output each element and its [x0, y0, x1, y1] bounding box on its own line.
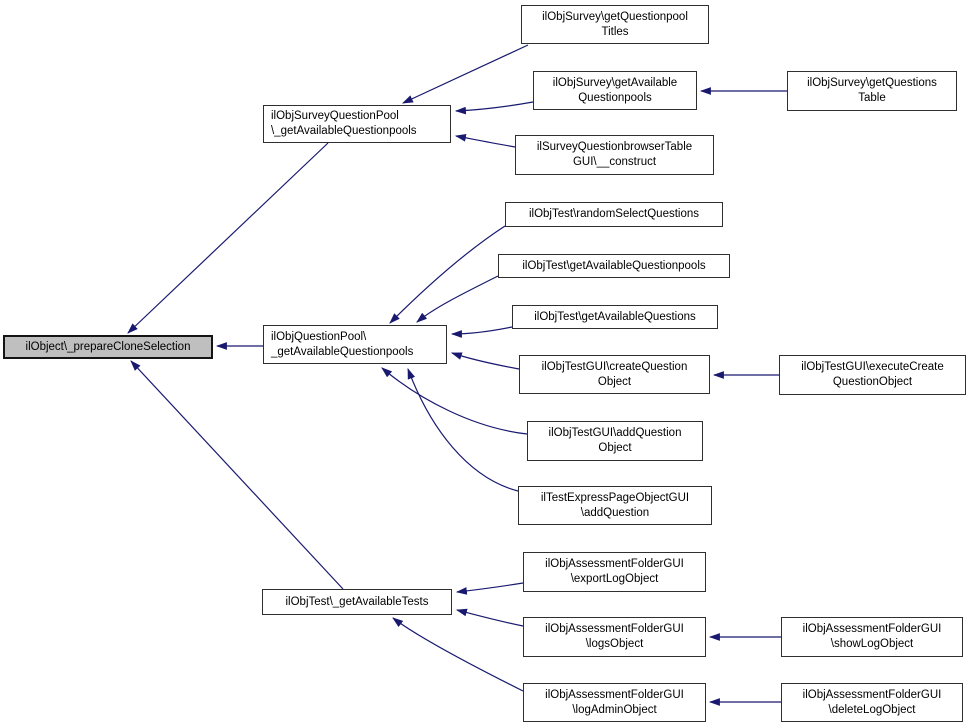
node-label-line: Object	[597, 375, 632, 388]
node-label-line: _getAvailableQuestionpools	[271, 345, 414, 358]
node-ilObjSurvey-getQuestionsTable[interactable]: ilObjSurvey\getQuestions Table	[787, 71, 957, 111]
node-label-line: \deleteLogObject	[828, 703, 916, 716]
node-label-line: ilObjAssessmentFolderGUI	[545, 688, 684, 701]
node-label-line: GUI\__construct	[572, 156, 657, 168]
edge-logAdmin-to-availTests	[392, 617, 524, 692]
edge-browserCtor-to-surveyPool	[454, 134, 516, 148]
node-ilObjTest-randomSelectQuestions[interactable]: ilObjTest\randomSelectQuestions	[505, 202, 723, 227]
node-label-line: ilObjSurvey\getQuestions	[807, 77, 937, 89]
node-label-line: ilObjSurveyQuestionPool	[271, 110, 399, 122]
node-ilObjAssessmentFolderGUI-deleteLogObject[interactable]: ilObjAssessmentFolderGUI \deleteLogObjec…	[781, 683, 963, 722]
edge-logsObj-to-availTests	[455, 608, 524, 627]
node-label-line: ilObjTest\getAvailableQuestionpools	[522, 259, 706, 272]
node-ilObjTestGUI-executeCreateQuestionObject[interactable]: ilObjTestGUI\executeCreate QuestionObjec…	[779, 355, 966, 395]
edge-surveyAvailQp-to-surveyPool	[454, 101, 534, 115]
node-ilObjSurvey-getQuestionpoolTitles[interactable]: ilObjSurvey\getQuestionpool Titles	[521, 5, 709, 44]
node-ilTestExpressPageObjectGUI-addQuestion[interactable]: ilTestExpressPageObjectGUI \addQuestion	[518, 486, 712, 525]
node-label-line: ilObjTest\_getAvailableTests	[285, 595, 429, 608]
node-label-line: \addQuestion	[580, 506, 650, 519]
node-label-line: ilObject\_prepareCloneSelection	[25, 340, 191, 353]
node-ilObjAssessmentFolderGUI-logsObject[interactable]: ilObjAssessmentFolderGUI \logsObject	[523, 617, 706, 657]
node-ilObjTest-getAvailableQuestionpools[interactable]: ilObjTest\getAvailableQuestionpools	[498, 254, 730, 278]
node-ilObjTestGUI-createQuestionObject[interactable]: ilObjTestGUI\createQuestion Object	[519, 355, 710, 394]
node-ilObjAssessmentFolderGUI-showLogObject[interactable]: ilObjAssessmentFolderGUI \showLogObject	[781, 617, 963, 657]
edge-qpTitles-to-surveyPool	[402, 44, 529, 104]
node-label-line: Object	[598, 442, 632, 454]
node-label-line: \_getAvailableQuestionpools	[271, 125, 417, 137]
node-label-line: \logAdminObject	[572, 703, 657, 716]
node-label-line: Table	[858, 92, 886, 104]
node-ilObjAssessmentFolderGUI-exportLogObject[interactable]: ilObjAssessmentFolderGUI \exportLogObjec…	[523, 552, 706, 592]
node-label-line: ilObjTest\getAvailableQuestions	[534, 310, 696, 323]
node-label-line: ilObjTest\randomSelectQuestions	[528, 208, 700, 220]
edge-availTests-to-prepare	[130, 360, 344, 590]
node-label-line: ilObjTestGUI\addQuestion	[548, 427, 682, 439]
edge-createQObj-to-questionPool	[450, 352, 520, 370]
node-label-line: ilObjQuestionPool\	[271, 330, 367, 343]
edge-exportLog-to-availTests	[455, 582, 524, 595]
node-ilObjQuestionPool-getAvailableQuestionpools[interactable]: ilObjQuestionPool\ _getAvailableQuestion…	[263, 325, 447, 364]
node-ilObjAssessmentFolderGUI-logAdminObject[interactable]: ilObjAssessmentFolderGUI \logAdminObject	[523, 683, 706, 722]
edge-randomSelect-to-questionPool	[389, 225, 506, 324]
node-label-line: ilObjAssessmentFolderGUI	[802, 688, 942, 701]
node-label-line: \logsObject	[585, 638, 644, 650]
node-label-line: ilObjAssessmentFolderGUI	[545, 558, 684, 570]
node-ilSurveyQuestionbrowserTableGUI-construct[interactable]: ilSurveyQuestionbrowserTable GUI\__const…	[515, 135, 714, 175]
node-ilObject-prepareCloneSelection: ilObject\_prepareCloneSelection	[3, 335, 213, 359]
node-label-line: ilObjAssessmentFolderGUI	[545, 623, 684, 635]
node-label-line: \showLogObject	[830, 638, 914, 650]
node-label-line: ilObjTestGUI\createQuestion	[541, 360, 688, 373]
node-ilObjSurveyQuestionPool-getAvailableQuestionpools[interactable]: ilObjSurveyQuestionPool \_getAvailableQu…	[263, 105, 451, 143]
node-label-line: ilObjAssessmentFolderGUI	[802, 623, 942, 635]
node-label-line: ilObjSurvey\getAvailable	[552, 76, 678, 89]
edge-testAvailQ-to-questionPool	[450, 326, 513, 338]
node-ilObjSurvey-getAvailableQuestionpools[interactable]: ilObjSurvey\getAvailable Questionpools	[533, 71, 697, 110]
node-label-line: ilTestExpressPageObjectGUI	[540, 491, 690, 504]
node-ilObjTest-getAvailableTests[interactable]: ilObjTest\_getAvailableTests	[262, 589, 452, 615]
node-label-line: ilObjTestGUI\executeCreate	[801, 361, 944, 373]
node-label-line: \exportLogObject	[570, 573, 659, 585]
edge-expressAddQ-to-questionPool	[407, 367, 519, 492]
edge-addQObj-to-questionPool	[381, 367, 528, 435]
node-label-line: Questionpools	[578, 91, 652, 104]
edge-surveyPool-to-prepare	[127, 142, 329, 334]
node-ilObjTestGUI-addQuestionObject[interactable]: ilObjTestGUI\addQuestion Object	[527, 421, 703, 461]
edge-testAvailQp-to-questionPool	[416, 275, 499, 323]
node-label-line: ilSurveyQuestionbrowserTable	[536, 141, 693, 153]
node-label-line: QuestionObject	[832, 376, 913, 388]
node-label-line: Titles	[601, 25, 629, 38]
node-ilObjTest-getAvailableQuestions[interactable]: ilObjTest\getAvailableQuestions	[512, 305, 718, 329]
node-label-line: ilObjSurvey\getQuestionpool	[542, 10, 688, 23]
